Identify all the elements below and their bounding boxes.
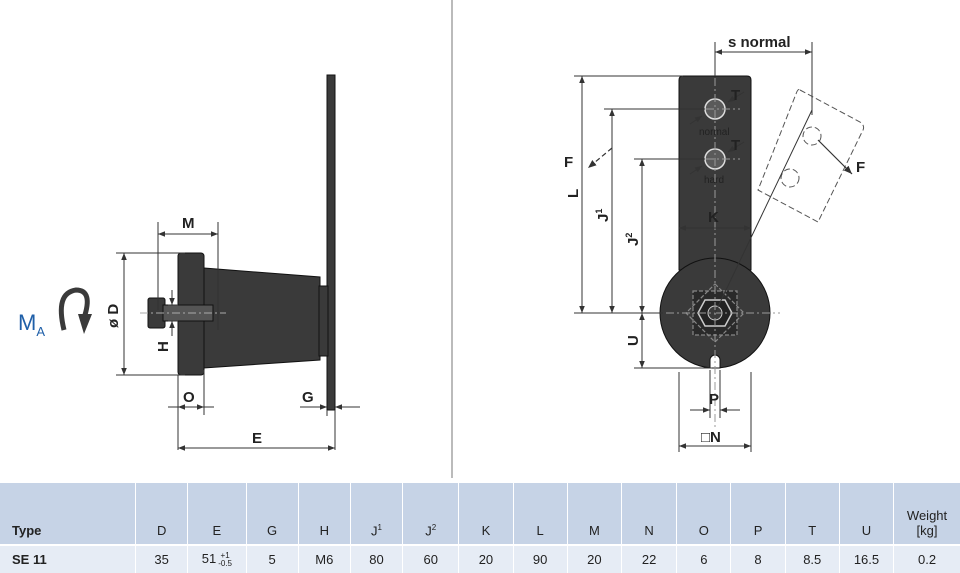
label-g: G: [302, 389, 314, 406]
label-t-1: T: [731, 87, 740, 104]
header-h: H: [297, 483, 351, 545]
header-t: T: [784, 483, 840, 545]
header-e: E: [187, 483, 246, 545]
spec-table: Type D E G H J1 J2 K L M N O P T U Weigh…: [0, 483, 960, 573]
cell-type: SE 11: [0, 544, 136, 573]
header-g: G: [245, 483, 299, 545]
rotated-lever-ghost: [757, 89, 865, 223]
header-u: U: [838, 483, 894, 545]
label-p: P: [709, 391, 719, 408]
header-p: P: [730, 483, 786, 545]
cell-l: 90: [512, 544, 568, 573]
torque-arrow-icon: [58, 287, 92, 334]
cell-t: 8.5: [784, 544, 840, 573]
cell-n: 22: [620, 544, 677, 573]
table-header-row: Type D E G H J1 J2 K L M N O P T U Weigh…: [0, 483, 960, 545]
rotation-line: [714, 109, 813, 314]
header-n: N: [620, 483, 677, 545]
header-weight: Weight[kg]: [893, 483, 960, 545]
force-arrow-right: [817, 139, 853, 175]
label-h: H: [155, 341, 172, 352]
cell-j2: 60: [402, 544, 459, 573]
header-d: D: [135, 483, 188, 545]
label-n: □N: [701, 429, 721, 446]
label-hard: hard: [704, 175, 724, 186]
cell-e: 51+1-0.5: [187, 544, 246, 573]
cell-k: 20: [458, 544, 514, 573]
side-view: [147, 74, 336, 411]
cell-h: M6: [297, 544, 351, 573]
label-d: ø D: [105, 304, 122, 328]
table-row: SE 11 35 51+1-0.5 5 M6 80 60 20 90 20 22…: [0, 544, 960, 573]
label-u: U: [625, 335, 642, 346]
header-j1: J1: [349, 483, 403, 545]
cell-j1: 80: [349, 544, 403, 573]
header-l: L: [512, 483, 568, 545]
cell-u: 16.5: [838, 544, 894, 573]
lever-arm: [678, 75, 752, 271]
label-t-2: T: [731, 137, 740, 154]
label-o: O: [183, 389, 195, 406]
lever-plate-side: [326, 74, 336, 411]
label-f-right: F: [856, 159, 865, 176]
label-m: M: [182, 215, 195, 232]
hub: [318, 285, 329, 357]
cell-d: 35: [135, 544, 188, 573]
header-j2: J2: [402, 483, 459, 545]
cell-weight: 0.2: [893, 544, 960, 573]
technical-drawing: M ø D H O G E MA: [18, 0, 865, 478]
rubber-body: [203, 267, 321, 369]
cell-p: 8: [730, 544, 786, 573]
label-f-left: F: [564, 154, 573, 171]
cell-o: 6: [676, 544, 731, 573]
header-k: K: [458, 483, 514, 545]
cell-g: 5: [245, 544, 299, 573]
label-k: K: [708, 209, 719, 226]
label-normal: normal: [699, 127, 730, 138]
header-o: O: [676, 483, 731, 545]
label-l: L: [565, 189, 582, 198]
header-type: Type: [0, 483, 136, 545]
force-arrow-left: [587, 147, 613, 169]
label-j1: J1: [594, 209, 612, 222]
label-s-normal: s normal: [728, 34, 791, 51]
label-e: E: [252, 430, 262, 447]
square-hub-rotated: [685, 283, 745, 343]
label-ma: MA: [18, 310, 45, 339]
header-m: M: [566, 483, 622, 545]
label-j2: J2: [624, 233, 642, 246]
cell-m: 20: [566, 544, 622, 573]
